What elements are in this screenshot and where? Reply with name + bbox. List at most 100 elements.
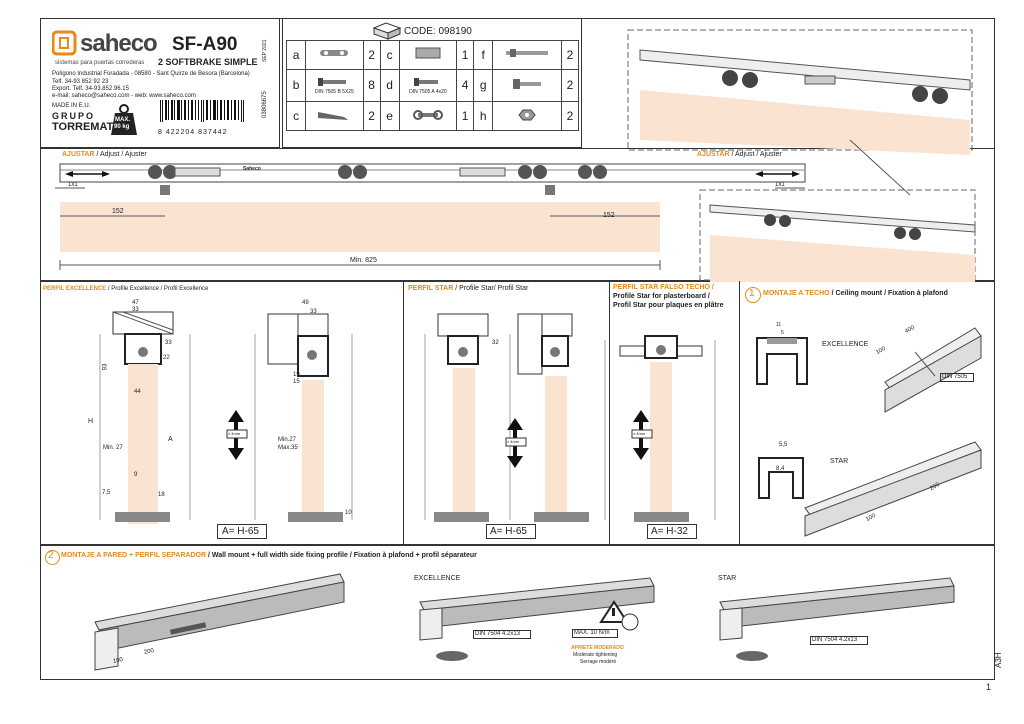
part-image: DIN 7505 A 4x20	[398, 68, 458, 103]
ceiling-excellence: EXCELLENCE	[822, 341, 869, 348]
part-qty: 2	[561, 68, 579, 103]
dim-152-left: 152	[112, 208, 124, 215]
part-id: e	[379, 101, 400, 131]
dim-H: H	[88, 418, 94, 425]
part-image: DIN 7505 B 5X25	[305, 68, 364, 103]
header-block	[40, 18, 280, 148]
torremat-label: TORREMAT	[52, 121, 114, 133]
ceiling-title: MONTAJE A TECHO / Ceiling mount / Fixati…	[763, 290, 948, 297]
dim-152-right: 152	[603, 212, 615, 219]
parts-block	[282, 18, 582, 148]
formula-exc: A= H-65	[222, 526, 259, 537]
formula-star: A= H-65	[490, 526, 527, 537]
part-qty: 1	[456, 40, 475, 70]
bracket-icon	[320, 50, 349, 57]
dim-33b: 33	[310, 309, 317, 315]
dim-min: Min. 825	[350, 257, 377, 264]
max-weight-label: MAX.	[115, 117, 130, 123]
export-tel-line: Export. Telf. 34-93.852.96.15	[52, 86, 129, 92]
table-row: b DIN 7505 B 5X25 8 d DIN 7505 A 4x20 4 …	[285, 68, 579, 103]
part-id: g	[473, 68, 494, 103]
barcode-digits: 8 422204 837442	[158, 129, 228, 136]
logo-tagline: sistemas para puertas correderas	[55, 60, 145, 66]
step-2-number: 2	[48, 550, 54, 561]
dim-min27b: Min.27	[278, 437, 297, 443]
page-number: 1	[986, 682, 992, 692]
ceiling-drawing	[756, 327, 982, 537]
dim-22: 22	[163, 355, 170, 361]
table-row: c 2 e 1 h 2	[285, 101, 579, 131]
star-title: PERFIL STAR / Profile Star/ Profil Star	[408, 285, 529, 292]
adjust-title-right: AJUSTAR / Adjust / Ajuster	[697, 151, 782, 158]
din7504-a: DIN 7504 4.2x13	[475, 631, 521, 637]
profiles-divider-3	[739, 281, 740, 545]
formula-exc-box	[217, 524, 267, 539]
din7504-b: DIN 7504 4.2x13	[812, 637, 858, 643]
dim-pm-falso: ± 4mm	[633, 431, 646, 436]
nut-icon	[518, 109, 536, 121]
dim-33: 33	[132, 307, 139, 313]
dim-47: 47	[132, 300, 139, 306]
profiles-divider-2	[609, 281, 610, 545]
part-image	[492, 101, 563, 131]
parts-code: CODE: 098190	[404, 26, 472, 37]
saheco-logo-icon	[51, 30, 77, 56]
wall-block	[40, 545, 995, 680]
sheet-size: A3H	[994, 652, 1003, 668]
part-image	[492, 40, 563, 70]
dim-33v: 33	[165, 340, 172, 346]
part-id: d	[379, 68, 400, 103]
screw-icon	[318, 77, 347, 86]
wall-star: STAR	[718, 575, 737, 582]
max-weight-value: 90 kg	[114, 124, 130, 130]
adjust-rail-drawing	[55, 163, 806, 270]
dim-49: 49	[302, 300, 309, 306]
tel-line: Telf. 34-93 852 92 23	[52, 79, 109, 85]
din7505-box	[940, 373, 974, 382]
dim-min27: Min. 27	[103, 445, 123, 451]
product-code: SF-A90	[172, 34, 238, 55]
grupo-label: GRUPO	[52, 111, 96, 121]
adjust-title-left: AJUSTAR / Adjust / Ajuster	[62, 151, 147, 158]
part-id: h	[473, 101, 494, 131]
parts-table: a 2 c 1 f 2 b DIN 7505 B 5X25 8 d DIN 75…	[285, 40, 579, 131]
part-qty: 2	[561, 40, 579, 70]
table-row: a 2 c 1 f 2	[285, 40, 579, 70]
wall-title: MONTAJE A PARED + PERFIL SEPARADOR / Wal…	[61, 552, 477, 559]
dim-8-4: 8,4	[776, 466, 785, 472]
profile-section-drawings	[99, 311, 716, 524]
brand-mark: Saheco	[243, 166, 261, 172]
logo	[51, 30, 152, 58]
part-image	[305, 40, 364, 70]
wall-drawing	[94, 573, 955, 671]
rail-stopper-icon	[506, 49, 549, 58]
excellence-title: PERFIL EXCELLENCE / Profile Excellence /…	[43, 286, 209, 292]
max-torque: MAX. 10 N/m	[574, 630, 610, 636]
wall-excellence: EXCELLENCE	[414, 575, 461, 582]
formula-falso: A= H-32	[651, 526, 688, 537]
step-1-badge	[745, 287, 761, 303]
part-id: c	[285, 101, 307, 131]
part-id: c	[379, 40, 400, 70]
screw-icon	[413, 77, 438, 86]
address-line: Polígono Industrial Foradada - 08580 - S…	[52, 71, 250, 77]
weight-icon	[111, 104, 137, 135]
part-desc: DIN 7505 B 5X25	[314, 88, 354, 95]
dim-93: 93	[102, 363, 109, 371]
dim-5: 5	[781, 330, 784, 336]
ceiling-star: STAR	[830, 458, 849, 465]
barcode	[160, 100, 244, 122]
profiles-block	[40, 281, 995, 545]
formula-star-box	[486, 524, 536, 539]
dim-5-5: 5,5	[779, 442, 788, 448]
dim-A: A	[168, 436, 173, 443]
dim-7-5: 7,5	[102, 490, 111, 496]
part-qty: 2	[561, 101, 579, 131]
dim-11: 11	[776, 322, 782, 328]
part-image	[398, 101, 458, 131]
part-qty: 4	[456, 68, 475, 103]
part-image	[305, 101, 364, 131]
din7505-label: DIN 7505	[942, 374, 968, 380]
falso-title: PERFIL STAR FALSO TECHO /	[613, 284, 714, 291]
vertical-date: SEP 2021	[262, 39, 268, 62]
